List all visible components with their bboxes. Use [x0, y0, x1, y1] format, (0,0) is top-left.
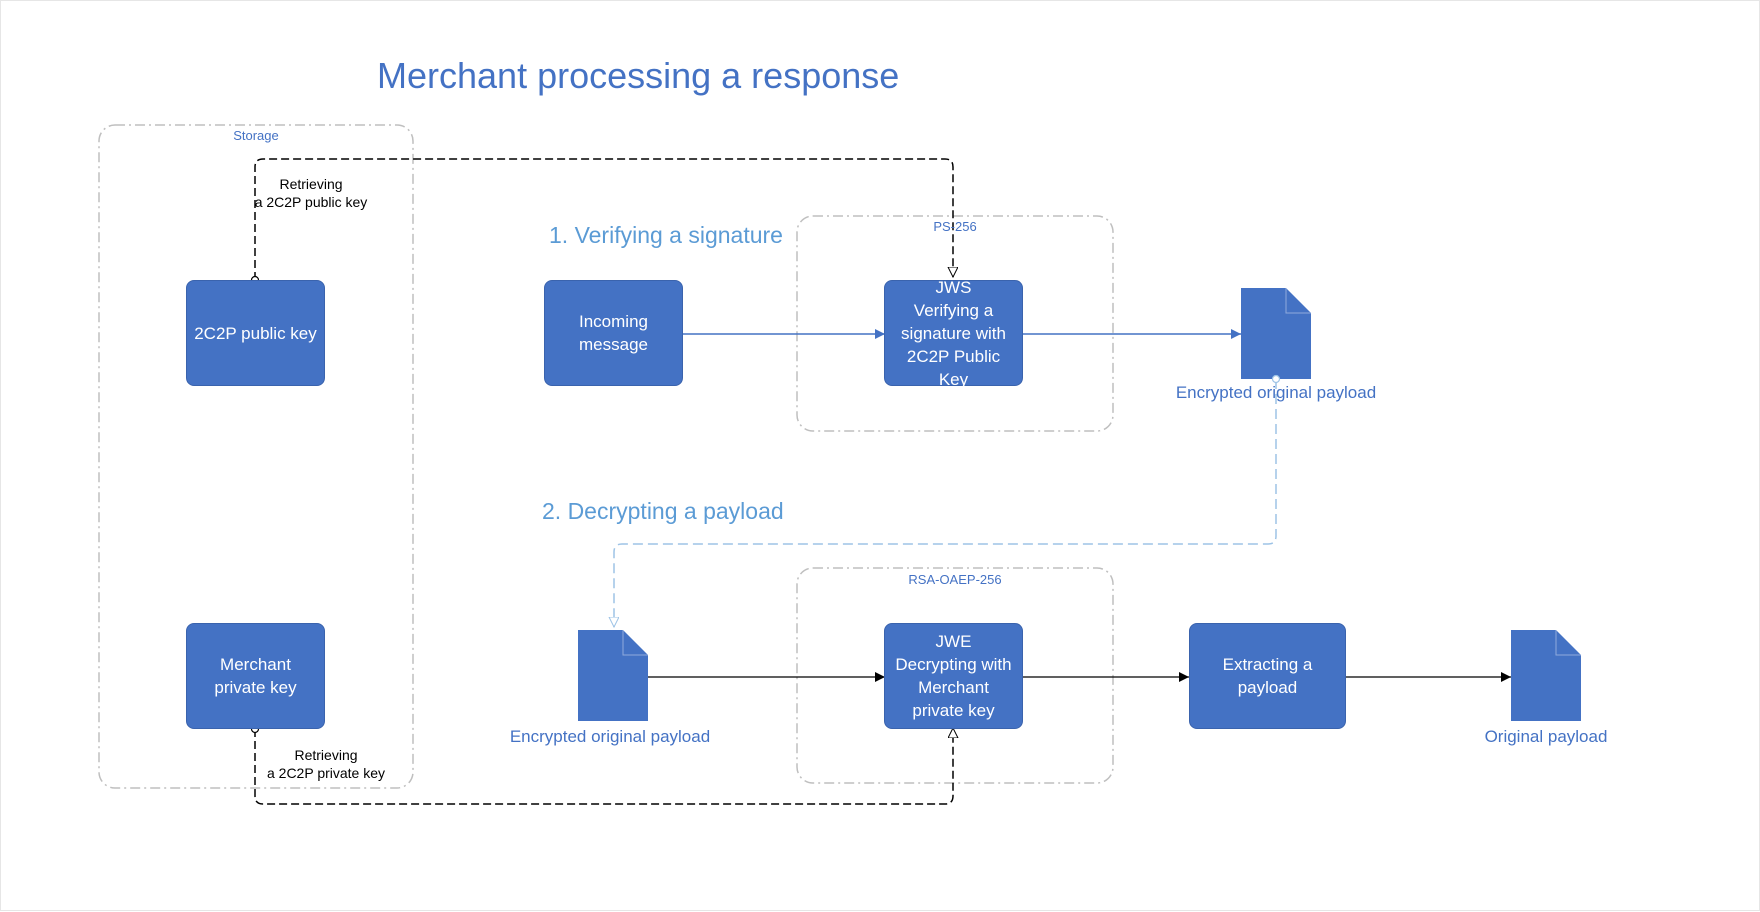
document-fold-shape — [1555, 630, 1581, 656]
public-key-box: 2C2P public key — [186, 280, 325, 386]
storage-group — [98, 124, 414, 789]
extract-payload-box: Extracting a payload — [1189, 623, 1346, 729]
diagram-title: Merchant processing a response — [377, 55, 900, 96]
incoming-message-box: Incoming message — [544, 280, 683, 386]
document-encrypted-bottom-shape — [578, 630, 648, 721]
storage-label: Storage — [233, 128, 279, 143]
jws-verify-box: JWS Verifying a signature with 2C2P Publ… — [884, 278, 1023, 389]
link-retrieve-public-key — [254, 158, 953, 280]
encrypted-payload-bottom-label: Encrypted original payload — [509, 727, 711, 746]
original-payload-label: Original payload — [1484, 727, 1608, 746]
document-encrypted-top-shape — [1241, 288, 1311, 379]
section-decrypt-title: 2. Decrypting a payload — [542, 498, 784, 524]
rsa-group — [796, 567, 1114, 784]
document-fold-shape — [622, 630, 648, 656]
retrieve-public-key-label: Retrieving a 2C2P public key — [254, 176, 368, 210]
private-key-box: Merchant private key — [186, 623, 325, 729]
link-retrieve-private-key — [254, 728, 953, 805]
section-verify-title: 1. Verifying a signature — [549, 222, 783, 248]
encrypted-payload-top-label: Encrypted original payload — [1175, 383, 1377, 402]
link-start-dot — [1271, 374, 1281, 384]
ps256-label: PS-256 — [933, 219, 977, 234]
rsa-label: RSA-OAEP-256 — [908, 572, 1002, 587]
ps256-group — [796, 215, 1114, 432]
document-original-shape — [1511, 630, 1581, 721]
jwe-decrypt-box: JWE Decrypting with Merchant private key — [884, 623, 1023, 729]
link-encrypted-top-to-bottom — [614, 379, 1277, 627]
document-fold-shape — [1285, 288, 1311, 314]
retrieve-private-key-label: Retrieving a 2C2P private key — [266, 747, 386, 781]
